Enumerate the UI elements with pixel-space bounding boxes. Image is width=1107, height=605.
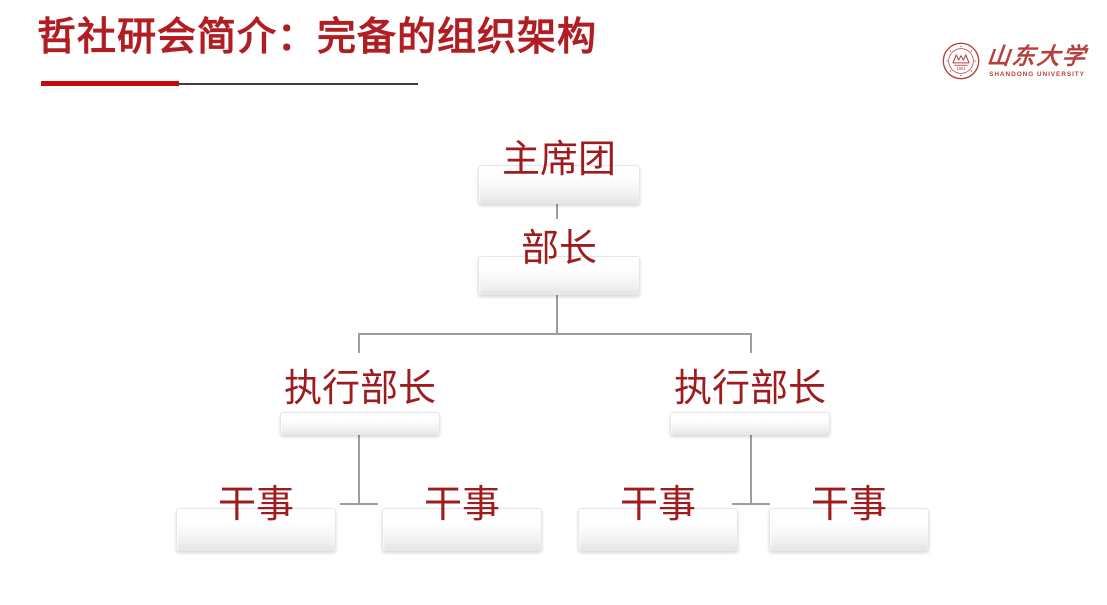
org-node-label: 干事 (619, 484, 696, 526)
connector-minister-crossbar (358, 333, 752, 335)
org-node-label: 干事 (217, 484, 294, 526)
university-logotype: 山东大学 SHANDONG UNIVERSITY (985, 42, 1089, 79)
connector-exec-right-foot (732, 503, 770, 505)
org-node-box (769, 508, 929, 551)
org-node-box (478, 165, 640, 204)
org-node-label: 执行部长 (673, 368, 826, 410)
org-node-staff-2: 干事 (382, 484, 542, 551)
university-name-en: SHANDONG UNIVERSITY (989, 71, 1085, 78)
org-node-staff-1: 干事 (176, 484, 336, 551)
org-node-presidium: 主席团 (478, 139, 640, 204)
org-node-executive-minister-left: 执行部长 (280, 368, 440, 435)
university-logo: 1901 山东大学 SHANDONG UNIVERSITY (942, 42, 1089, 80)
org-node-box (670, 412, 830, 435)
org-node-box (578, 508, 738, 551)
org-node-label: 干事 (423, 484, 500, 526)
university-name-cn: 山东大学 (985, 44, 1089, 69)
connector-presidium-minister (556, 203, 558, 219)
org-node-box (478, 256, 640, 295)
connector-exec-right-stem (750, 433, 752, 505)
org-node-label: 主席团 (501, 139, 616, 181)
svg-text:1901: 1901 (956, 66, 966, 71)
connector-drop-exec-right (750, 334, 752, 353)
org-node-box (280, 412, 440, 435)
org-node-box (176, 508, 336, 551)
connector-exec-left-foot (340, 503, 378, 505)
university-seal-icon: 1901 (942, 42, 980, 80)
org-node-label: 干事 (810, 484, 887, 526)
connector-exec-left-stem (358, 433, 360, 505)
connector-minister-stem (556, 294, 558, 334)
org-node-box (382, 508, 542, 551)
connector-drop-exec-left (358, 334, 360, 353)
org-node-staff-4: 干事 (769, 484, 929, 551)
title-underline-rule (179, 83, 418, 85)
org-node-label: 部长 (520, 228, 597, 270)
org-node-staff-3: 干事 (578, 484, 738, 551)
org-node-minister: 部长 (478, 228, 640, 295)
title-underline-accent (41, 81, 179, 86)
slide-title: 哲社研会简介：完备的组织架构 (37, 16, 598, 59)
org-node-label: 执行部长 (283, 368, 436, 410)
org-node-executive-minister-right: 执行部长 (670, 368, 830, 435)
